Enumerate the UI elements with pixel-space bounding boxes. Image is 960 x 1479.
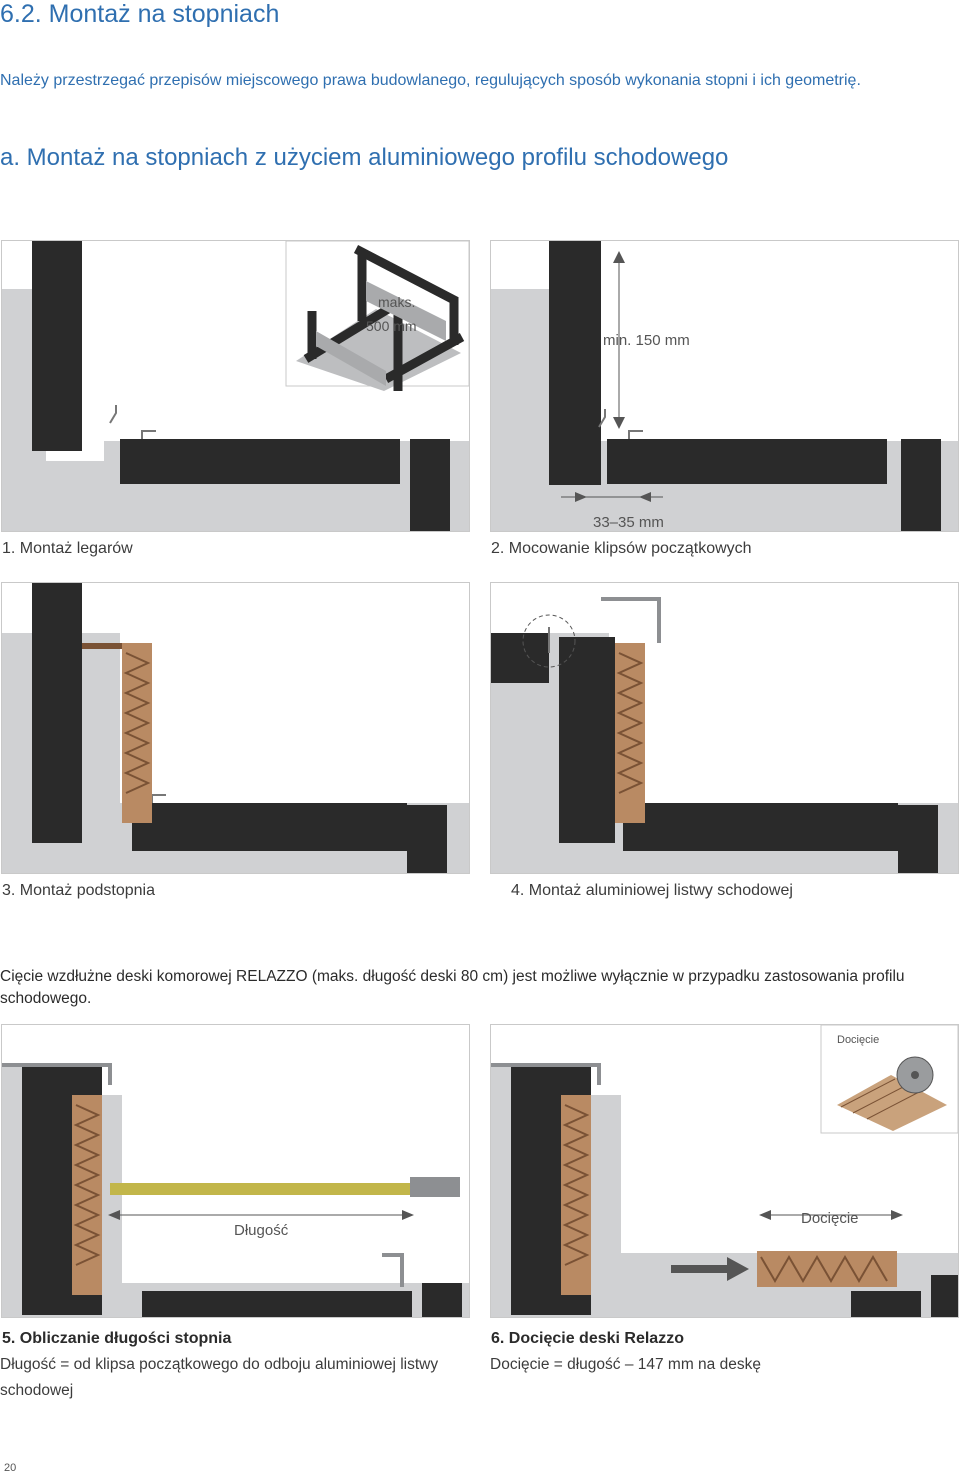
riser-board [72,1095,102,1295]
riser-joist [549,241,601,485]
figure-1-drawing: maks. 500 mm [2,241,469,531]
tread-joist [607,439,887,484]
figure-3-drawing [2,583,469,873]
section-title: 6.2. Montaż na stopniach [0,0,280,28]
detail-circle [522,614,576,668]
min-height-label: min. 150 mm [603,332,690,349]
arrow-right-icon [671,1257,749,1281]
figure-5-step-length: Długość [1,1024,470,1318]
figure-2-drawing: min. 150 mm 33–35 mm [491,241,958,531]
riser-board [561,1095,591,1295]
tread-board-strip [110,1183,410,1195]
tread-joist [120,439,400,484]
intro-text: Należy przestrzegać przepisów miejscoweg… [0,72,861,89]
figure-5-drawing: Długość [2,1063,469,1317]
gap-label: 33–35 mm [593,514,664,531]
figure-4-aluminium-nosing [490,582,959,874]
figure-1-caption: 1. Montaż legarów [2,540,133,557]
figure-6-caption: 6. Docięcie deski Relazzo [491,1330,684,1347]
figure-4-caption: 4. Montaż aluminiowej listwy schodowej [511,882,793,899]
clip-icon [628,430,643,439]
figure-3-riser-installation [1,582,470,874]
lower-joist [410,439,450,531]
joist-grid-inset: maks. 500 mm [296,245,465,391]
figure-6-board-cutting: Docięcie Docięcie [490,1024,959,1318]
cutting-paragraph: Cięcie wzdłużne deski komorowej RELAZZO … [0,968,905,1007]
aluminium-nosing [601,597,661,643]
inset-cut-label: Docięcie [837,1034,879,1046]
riser-board [615,643,645,823]
subsection-title: a. Montaż na stopniach z użyciem alumini… [0,144,729,171]
figure-3-caption: 3. Montaż podstopnia [2,882,155,899]
figure-5-caption: 5. Obliczanie długości stopnia [2,1330,232,1347]
figure-1-joist-installation: maks. 500 mm [1,240,470,532]
clip-icon [141,430,156,439]
figure-4-drawing [491,597,958,873]
cut-board [757,1251,897,1287]
riser-joist [32,241,82,451]
figure-5-note: Długość = od klipsa początkowego do odbo… [0,1356,439,1399]
inset-label-max: maks. [378,294,415,310]
length-label: Długość [234,1222,289,1239]
lower-joist [901,439,941,531]
figure-2-starting-clips: min. 150 mm 33–35 mm [490,240,959,532]
figure-6-drawing: Docięcie Docięcie [491,1025,958,1317]
inset-label-500mm: 500 mm [366,318,417,334]
cut-label: Docięcie [801,1210,859,1227]
figure-2-caption: 2. Mocowanie klipsów początkowych [491,540,752,557]
page-number: 20 [4,1462,17,1474]
figure-6-note: Docięcie = długość – 147 mm na deskę [490,1356,761,1373]
riser-board [82,643,152,823]
